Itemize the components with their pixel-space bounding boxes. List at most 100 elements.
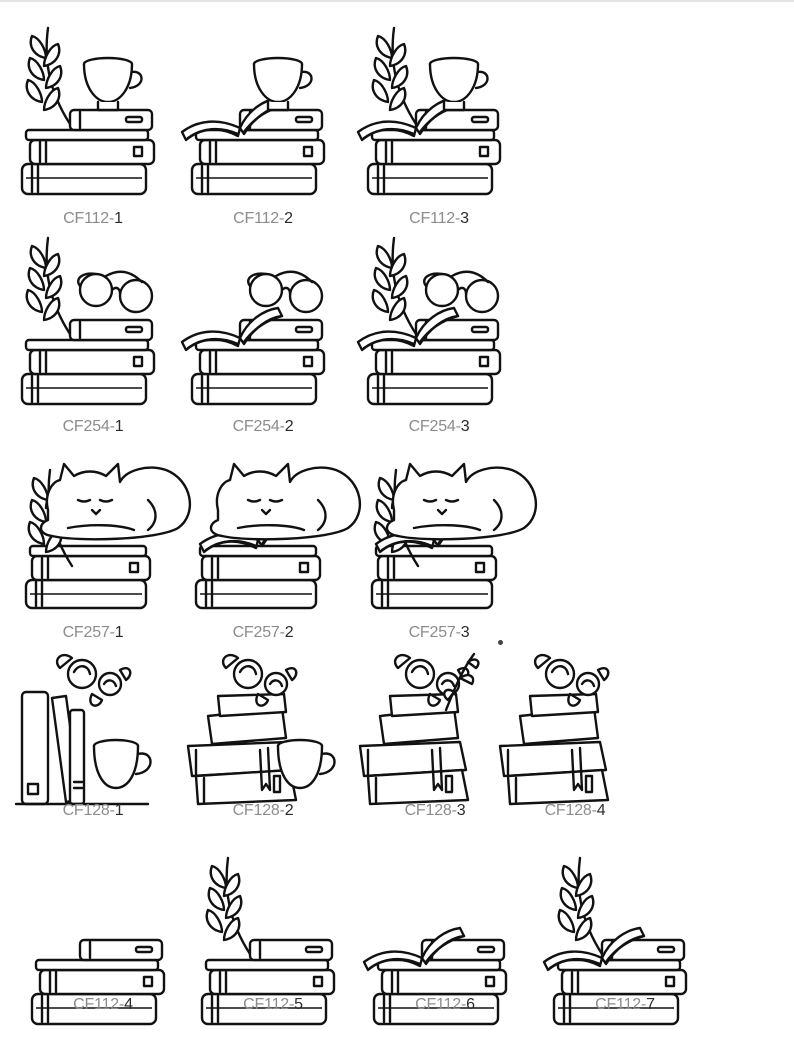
- clipart-item: CF257-2: [178, 440, 362, 642]
- item-variant: 1: [114, 624, 124, 641]
- clipart-illustration: [358, 652, 480, 806]
- leaf-sprig: [443, 652, 480, 712]
- clipart-illustration: [24, 462, 192, 610]
- clipart-item: CF112-3: [354, 26, 524, 228]
- item-code: CF257-: [62, 624, 115, 641]
- item-code: CF254-: [408, 418, 461, 435]
- item-code-label: CF254-3: [354, 418, 524, 436]
- open-book: [542, 926, 646, 972]
- item-variant: 3: [460, 624, 470, 641]
- item-code: CF254-: [232, 418, 285, 435]
- item-variant: 3: [460, 418, 470, 435]
- clipart-item: CF112-5: [188, 856, 358, 1058]
- clipart-item: CF254-3: [354, 236, 524, 438]
- coffee-cup: [252, 56, 313, 112]
- sleeping-cat: [209, 462, 362, 541]
- clipart-illustration: [370, 462, 538, 610]
- clipart-illustration: [20, 236, 156, 406]
- plant-sprig: [205, 856, 252, 956]
- book-stack: [30, 938, 166, 1026]
- clipart-illustration: [200, 856, 336, 1026]
- clipart-item: CF112-6: [360, 858, 530, 1058]
- book-stack: [20, 318, 156, 406]
- top-border: [0, 0, 794, 2]
- clipart-item: CF128-3: [350, 650, 520, 850]
- item-code-label: CF112-2: [178, 210, 348, 228]
- clipart-illustration: [542, 856, 688, 1026]
- flower-bouquet: [55, 653, 132, 707]
- item-code: CF112-: [73, 996, 125, 1013]
- clipart-item: CF112-1: [8, 26, 178, 228]
- plant-sprig: [25, 26, 72, 126]
- flower-bouquet: [221, 653, 298, 707]
- item-code: CF257-: [232, 624, 285, 641]
- open-book: [356, 306, 460, 352]
- clipart-item: CF128-2: [178, 650, 348, 850]
- book-stack: [190, 318, 326, 406]
- item-variant: 2: [284, 802, 294, 819]
- item-variant: 2: [284, 418, 294, 435]
- clipart-illustration: [14, 653, 152, 806]
- item-variant: 3: [456, 802, 466, 819]
- clipart-item: CF112-2: [178, 28, 348, 228]
- clipart-illustration: [498, 653, 610, 806]
- item-code-label: CF128-3: [350, 802, 520, 820]
- clipart-item: CF254-1: [8, 236, 178, 438]
- item-code-label: CF112-7: [540, 996, 710, 1014]
- item-code: CF128-: [232, 802, 285, 819]
- flower-bouquet: [533, 653, 610, 707]
- item-code: CF128-: [62, 802, 115, 819]
- item-variant: 2: [284, 624, 294, 641]
- item-variant: 4: [124, 996, 133, 1013]
- item-code-label: CF257-1: [8, 624, 178, 642]
- mug: [92, 738, 152, 790]
- reading-glasses: [423, 270, 500, 314]
- clipart-illustration: [30, 938, 166, 1026]
- item-code: CF112-: [595, 996, 647, 1013]
- item-code-label: CF257-2: [178, 624, 348, 642]
- sleeping-cat: [385, 462, 538, 541]
- clipart-illustration: [186, 653, 336, 806]
- item-variant: 1: [114, 418, 124, 435]
- item-variant: 7: [646, 996, 655, 1013]
- open-book: [362, 926, 466, 972]
- clipart-illustration: [180, 270, 326, 406]
- item-variant: 2: [284, 210, 293, 227]
- item-variant: 1: [114, 210, 123, 227]
- item-code: CF128-: [544, 802, 597, 819]
- item-code: CF112-: [415, 996, 467, 1013]
- reading-glasses: [77, 270, 154, 314]
- clipart-illustration: [356, 26, 502, 196]
- item-code-label: CF254-2: [178, 418, 348, 436]
- item-code-label: CF112-1: [8, 210, 178, 228]
- item-code: CF112-: [409, 210, 461, 227]
- item-code: CF112-: [243, 996, 295, 1013]
- item-code-label: CF112-6: [360, 996, 530, 1014]
- sleeping-cat: [39, 462, 192, 541]
- item-code-label: CF112-4: [18, 996, 188, 1014]
- book-stack: [200, 938, 336, 1026]
- clipart-item: CF128-1: [8, 650, 178, 850]
- item-code: CF128-: [404, 802, 457, 819]
- book-stack: [370, 544, 498, 610]
- angled-book-stack: [358, 692, 470, 806]
- coffee-cup: [428, 56, 489, 112]
- clipart-illustration: [180, 56, 326, 196]
- item-code-label: CF257-3: [354, 624, 524, 642]
- item-code-label: CF128-2: [178, 802, 348, 820]
- plant-sprig: [371, 236, 418, 336]
- standing-books: [14, 690, 150, 806]
- clipart-illustration: [356, 236, 502, 406]
- book-stack: [24, 544, 152, 610]
- angled-book-stack: [186, 692, 298, 806]
- item-code-label: CF112-5: [188, 996, 358, 1014]
- clipart-item: CF254-2: [178, 238, 348, 438]
- item-code: CF254-: [62, 418, 115, 435]
- item-variant: 1: [114, 802, 124, 819]
- item-code: CF112-: [233, 210, 285, 227]
- plant-sprig: [371, 26, 418, 126]
- item-variant: 3: [460, 210, 469, 227]
- item-code-label: CF128-4: [490, 802, 660, 820]
- item-variant: 4: [596, 802, 606, 819]
- clipart-item: CF112-7: [540, 856, 710, 1058]
